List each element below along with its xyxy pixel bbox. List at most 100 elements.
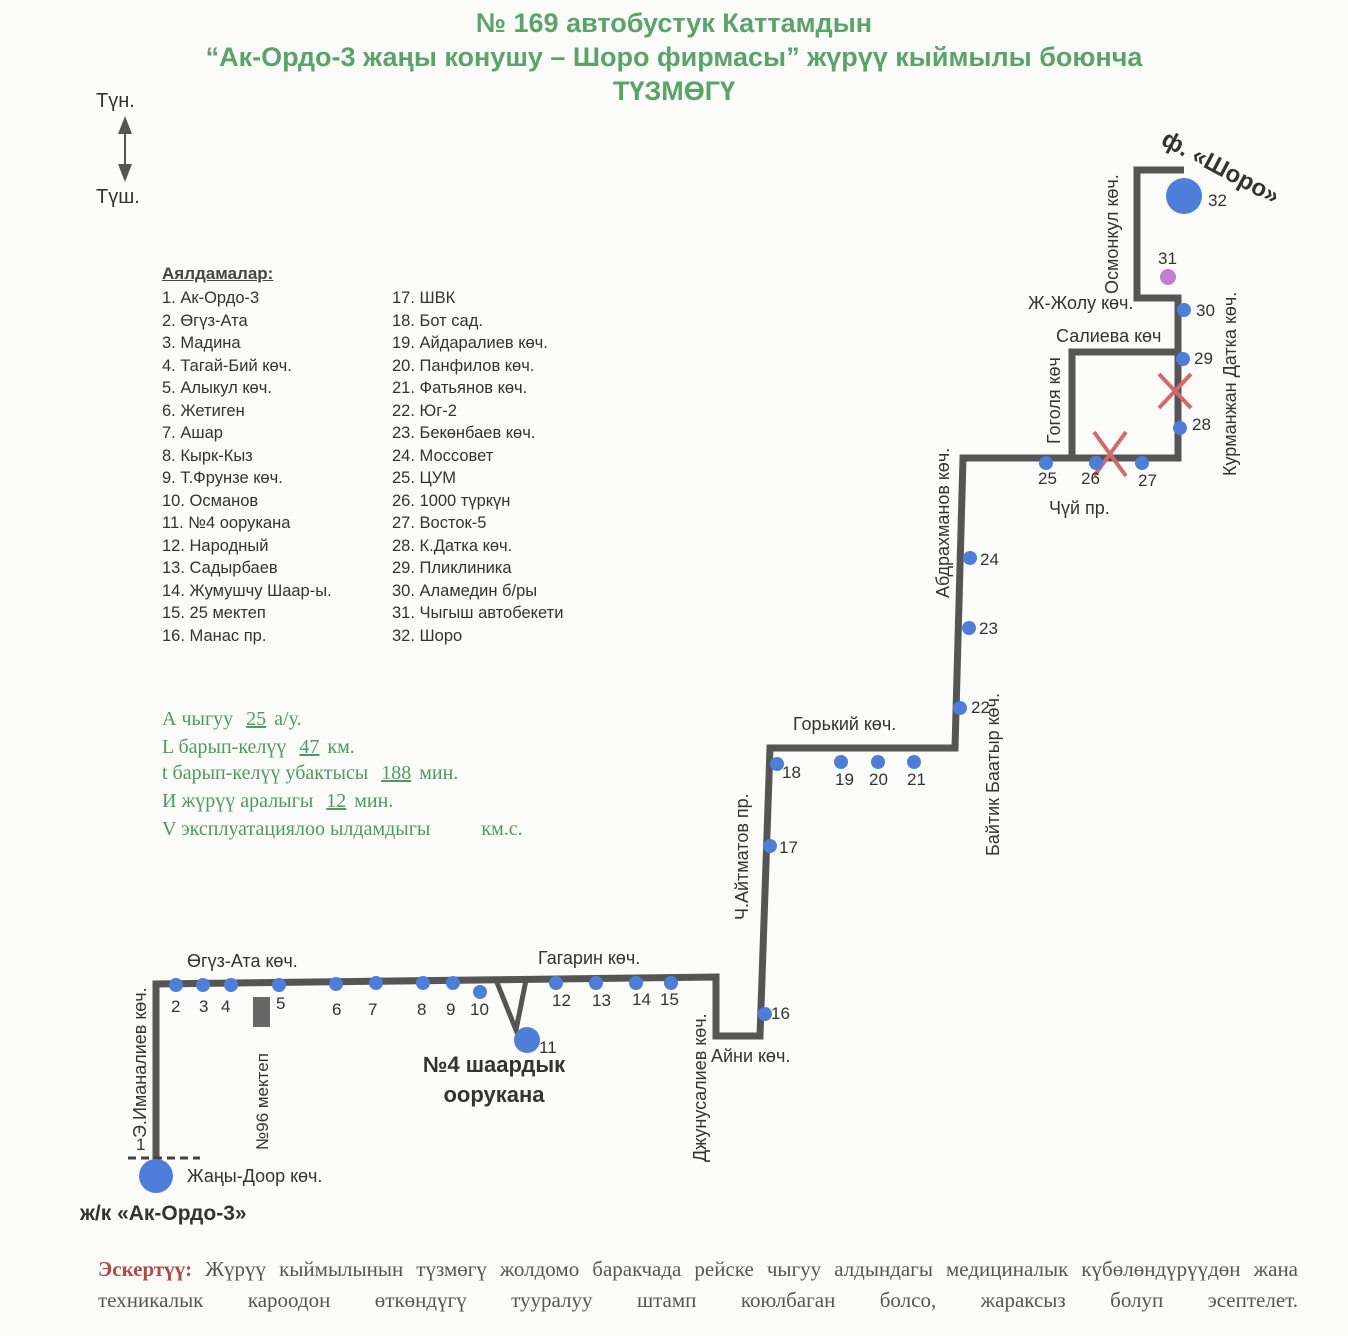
route-loop-gogol-saliev xyxy=(1068,348,1178,458)
stat-t-value: 188 xyxy=(381,762,412,784)
title-line-2: “Ак-Ордо-3 жаңы конушу – Шоро фирмасы” ж… xyxy=(205,42,1143,72)
stop-number-20: 20 xyxy=(869,770,888,789)
street-label-osmonkul: Осмонкул көч. xyxy=(1102,174,1122,294)
street-label-abdrakhmanov: Абдрахманов көч. xyxy=(933,448,953,598)
stop-number-30: 30 xyxy=(1196,301,1215,320)
stop-list-item: 16. Манас пр. xyxy=(162,626,267,645)
stop-list-item: 29. Пликлиника xyxy=(392,559,512,577)
stop-number-8: 8 xyxy=(417,1000,426,1019)
stop-marker-20 xyxy=(871,755,885,769)
stop-marker-28 xyxy=(1173,421,1187,435)
stop-list-item: 19. Айдаралиев көч. xyxy=(392,334,548,352)
street-label-zh-zholu: Ж-Жолу көч. xyxy=(1028,293,1133,313)
stat-i-label: И жүрүү аралыгы xyxy=(162,790,314,812)
stop-marker-17 xyxy=(763,839,777,853)
stop-number-2: 2 xyxy=(171,997,180,1016)
route-line xyxy=(152,166,1184,1176)
stop-number-10: 10 xyxy=(470,1000,489,1019)
stat-v: V эксплуатациялоо ылдамдыгы км.с. xyxy=(162,818,523,841)
stop-list-item: 12. Народный xyxy=(162,536,269,555)
stop-marker-12 xyxy=(549,976,563,990)
footer-note: Эскертүү: Жүрүү кыймылынын түзмөгү жолдо… xyxy=(98,1254,1298,1316)
stop-marker-21 xyxy=(907,755,921,769)
stop-number-13: 13 xyxy=(592,991,611,1010)
stop-list-item: 5. Алыкул көч. xyxy=(162,379,272,397)
stop-number-16: 16 xyxy=(771,1004,790,1023)
stat-l-label: L барып-келүү xyxy=(162,736,287,758)
note-label: Эскертүү: xyxy=(98,1257,193,1281)
stop-marker-16 xyxy=(758,1007,772,1021)
stop-number-28: 28 xyxy=(1192,415,1211,434)
stop-marker-23 xyxy=(962,621,976,635)
stop-number-26: 26 xyxy=(1081,469,1100,488)
stop-number-19: 19 xyxy=(835,770,854,789)
stop-number-32: 32 xyxy=(1208,191,1227,210)
stop-list-item: 15. 25 мектеп xyxy=(162,604,266,622)
street-label-dzhunusaliev: Джунусалиев көч. xyxy=(690,1013,710,1162)
stop-list-item: 23. Бекөнбаев көч. xyxy=(392,424,536,442)
stop-list-item: 26. 1000 түркүн xyxy=(392,491,511,510)
stop-list-item: 24. Моссовет xyxy=(392,446,494,465)
stat-i-value: 12 xyxy=(326,790,347,812)
street-label-zhany-door: Жаңы-Доор көч. xyxy=(187,1166,322,1186)
stat-a-unit: а/у. xyxy=(274,708,302,730)
stop-marker-18 xyxy=(770,757,784,771)
stop-number-27: 27 xyxy=(1138,471,1157,490)
stat-l-value: 47 xyxy=(299,736,320,758)
stop-number-5: 5 xyxy=(276,994,285,1013)
stop-marker-7 xyxy=(369,976,383,990)
stat-i-unit: мин. xyxy=(354,790,394,812)
stop-number-6: 6 xyxy=(332,1000,341,1019)
stop-marker-26 xyxy=(1089,456,1103,470)
stop-list-item: 6. Жетиген xyxy=(162,401,245,420)
school-marker xyxy=(253,997,270,1027)
stat-a-value: 25 xyxy=(246,708,267,730)
stop-list-item: 17. ШВК xyxy=(392,289,456,307)
stop-number-9: 9 xyxy=(446,1000,455,1019)
stop-marker-5 xyxy=(272,978,286,992)
stop-number-15: 15 xyxy=(660,990,679,1009)
stop-marker-9 xyxy=(446,976,460,990)
stat-t-label: t барып-келүү убактысы xyxy=(162,762,369,784)
stop-number-24: 24 xyxy=(980,550,999,569)
note-text: Жүрүү кыймылынын түзмөгү жолдомо баракча… xyxy=(98,1257,1298,1312)
route-branch-hospital xyxy=(493,979,529,1039)
stop-list-item: 7. Ашар xyxy=(162,424,223,442)
stop-list-item: 32. Шоро xyxy=(392,626,463,645)
stop-number-31: 31 xyxy=(1158,249,1177,268)
stat-i: И жүрүү аралыгы 12 мин. xyxy=(162,790,393,813)
stop-list-item: 25. ЦУМ xyxy=(392,469,456,487)
stop-number-29: 29 xyxy=(1194,349,1213,368)
stop-number-1: 1 xyxy=(136,1135,145,1154)
stop-number-4: 4 xyxy=(221,997,230,1016)
stop-marker-22 xyxy=(953,701,967,715)
title-line-1: № 169 автобустук Каттамдын xyxy=(475,8,873,38)
stop-list-item: 27. Восток-5 xyxy=(392,514,487,532)
stop-marker-25 xyxy=(1039,456,1053,470)
compass-north-label: Түн. xyxy=(96,90,135,112)
title-line-3: ТҮЗМӨГҮ xyxy=(612,76,736,106)
stop-number-23: 23 xyxy=(979,619,998,638)
stop-marker-32 xyxy=(1166,178,1202,214)
stop-list-item: 2. Өгүз-Ата xyxy=(162,311,248,330)
stop-marker-11 xyxy=(514,1027,540,1053)
stop-list-item: 14. Жумушчу Шаар-ы. xyxy=(162,581,332,600)
stop-marker-8 xyxy=(416,976,430,990)
stop-list-item: 20. Панфилов көч. xyxy=(392,356,535,375)
compass-arrow-icon xyxy=(118,116,132,182)
stop-number-25: 25 xyxy=(1038,469,1057,488)
stop-number-18: 18 xyxy=(782,763,801,782)
stop-marker-3 xyxy=(196,978,210,992)
stop-list-item: 30. Аламедин б/ры xyxy=(392,581,538,600)
street-label-aini: Айни көч. xyxy=(711,1046,790,1066)
street-label-kurmanzhan: Курманжан Датка көч. xyxy=(1220,292,1240,476)
legend-heading: Аялдамалар: xyxy=(162,264,274,283)
stop-number-17: 17 xyxy=(779,838,798,857)
closure-cross-icon xyxy=(1157,372,1193,410)
